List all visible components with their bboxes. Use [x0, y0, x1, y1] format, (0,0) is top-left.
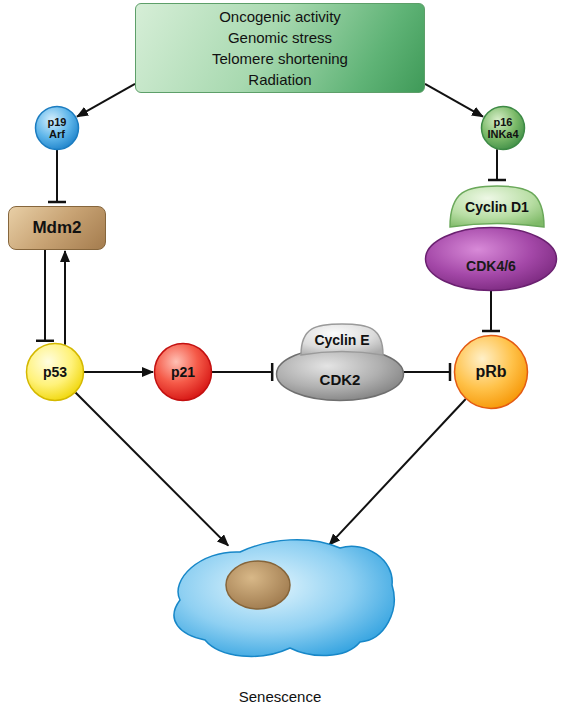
kinase-ellipse: CDK2	[275, 346, 405, 402]
outline-ellipse	[27, 344, 84, 401]
text-group: pRb	[475, 363, 506, 381]
node-text: p19 Arf	[42, 116, 72, 140]
text-group: Senescence	[100, 688, 460, 705]
node-text: Telomere shortening	[212, 48, 348, 69]
text-group: p19 Arf	[42, 116, 72, 140]
outline-cell	[174, 540, 394, 657]
outline-ellipse	[277, 348, 404, 401]
activation-arrow	[329, 399, 466, 545]
node-text: pRb	[475, 363, 506, 381]
node-text: p16 INKa4	[484, 116, 522, 140]
outline-ellipse	[155, 344, 212, 401]
text-group: Cyclin E	[314, 332, 369, 348]
outline-ellipse	[426, 228, 557, 291]
text-group: Cyclin D1	[465, 199, 529, 215]
activation-arrow	[425, 84, 483, 117]
node-text: Senescence	[100, 688, 460, 705]
activation-arrow	[64, 251, 66, 345]
outline-dome	[450, 186, 544, 227]
node-text: Cyclin D1	[465, 199, 529, 215]
node-text: Radiation	[212, 69, 348, 90]
protein-box: Mdm2	[8, 206, 106, 250]
inhibition-connector	[490, 291, 492, 331]
inhibition-connector	[212, 371, 272, 373]
text-group: Oncogenic activityGenomic stressTelomere…	[212, 6, 348, 90]
inhibition-connector	[404, 371, 450, 373]
text-group: p53	[43, 364, 67, 380]
protein-circle: pRb	[453, 334, 529, 410]
inhibition-connector	[44, 250, 46, 341]
node-text: Genomic stress	[212, 27, 348, 48]
outline-dome	[301, 324, 383, 355]
stress-box: Oncogenic activityGenomic stressTelomere…	[135, 3, 425, 93]
outline-ellipse	[482, 107, 525, 150]
cyclin-shape: Cyclin D1	[447, 184, 547, 230]
node-text: Mdm2	[32, 218, 81, 238]
cyclin-shape: Cyclin E	[298, 322, 386, 358]
protein-circle: p21	[153, 342, 213, 402]
text-group: CDK4/6	[466, 244, 516, 274]
protein-circle: p19 Arf	[34, 105, 80, 151]
protein-circle: p53	[25, 342, 85, 402]
activation-arrow	[84, 371, 153, 373]
text-group: p16 INKa4	[484, 116, 522, 140]
node-outline	[160, 530, 400, 665]
activation-arrow	[77, 84, 135, 117]
node-text: p21	[171, 364, 195, 380]
node-text: CDK4/6	[466, 258, 516, 274]
node-text: p53	[43, 364, 67, 380]
protein-circle: p16 INKa4	[480, 105, 526, 151]
outline-ellipse	[36, 107, 79, 150]
text-group: p21	[171, 364, 195, 380]
text-group: Mdm2	[32, 218, 81, 238]
kinase-ellipse: CDK4/6	[424, 226, 558, 292]
node-text: Cyclin E	[314, 332, 369, 348]
node-text: CDK2	[320, 371, 361, 388]
inhibition-connector	[496, 149, 498, 180]
node-text: Oncogenic activity	[212, 6, 348, 27]
senescent-cell: Senescence	[160, 530, 400, 665]
text-group: CDK2	[320, 361, 361, 388]
outline-ellipse	[455, 336, 528, 409]
activation-arrow	[75, 393, 228, 546]
inhibition-connector	[56, 150, 58, 202]
